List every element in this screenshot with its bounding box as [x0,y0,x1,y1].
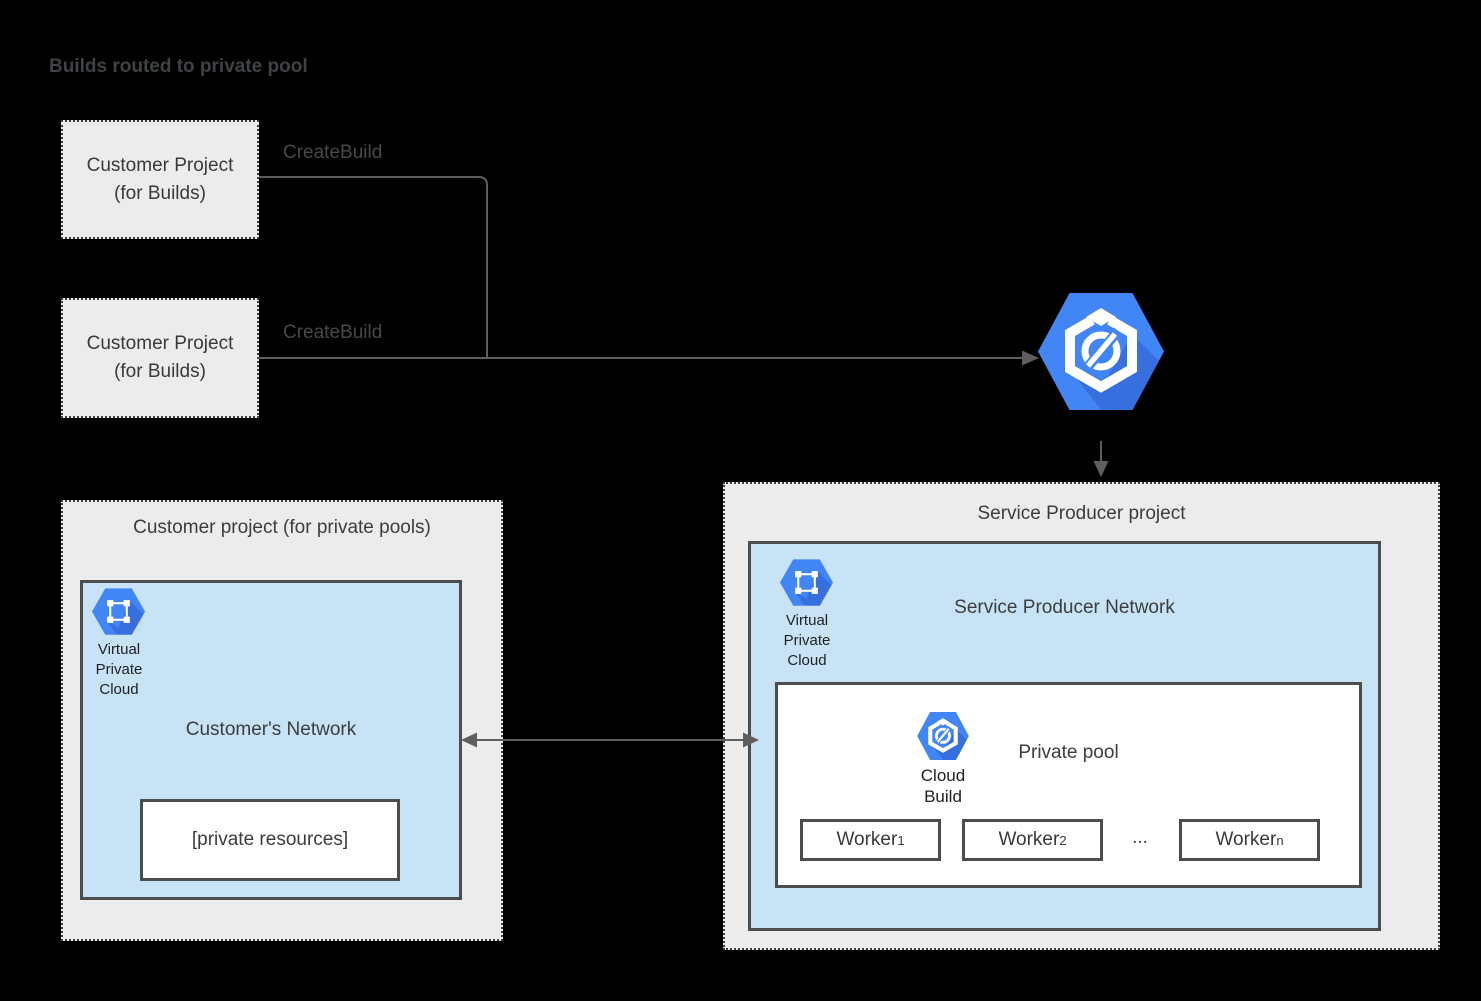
cloud-build-icon [1038,293,1164,410]
page-title: Builds routed to private pool [49,56,308,77]
cloud-build-label: Cloud Build [920,766,966,806]
private-pool-title: Private pool [1018,742,1119,763]
service-producer-project-title: Service Producer project [977,503,1186,524]
service-producer-network-title: Service Producer Network [954,597,1175,618]
customer-network-title: Customer's Network [185,719,357,740]
virtual-private-cloud-label: Virtual Private Cloud [783,612,831,669]
worker-1-label: Worker [836,829,898,850]
virtual-private-cloud-label: Virtual Private Cloud [95,641,143,698]
cloud-build-icon [917,712,969,760]
worker-1-subscript: 1 [897,832,905,848]
worker-n-subscript: n [1276,832,1284,848]
worker-2-label: Worker [998,829,1060,850]
virtual-private-cloud-icon [92,588,145,635]
virtual-private-cloud-icon [780,559,833,606]
create-build-label-1: CreateBuild [283,142,383,163]
worker-n-label: Worker [1215,829,1277,850]
customer-build-project-box-1: Customer Project (for Builds) [61,120,259,239]
customer-build-project-box-2: Customer Project (for Builds) [61,298,259,418]
arrowhead-into-producer-project [1093,461,1109,477]
customer-pools-project-title: Customer project (for private pools) [133,517,431,538]
private-resources-box: [private resources] [140,799,400,881]
arrowhead-into-cloud-build [1022,350,1039,366]
workers-ellipsis: ... [1132,827,1148,848]
worker-2-subscript: 2 [1059,832,1067,848]
create-build-label-2: CreateBuild [283,322,383,343]
